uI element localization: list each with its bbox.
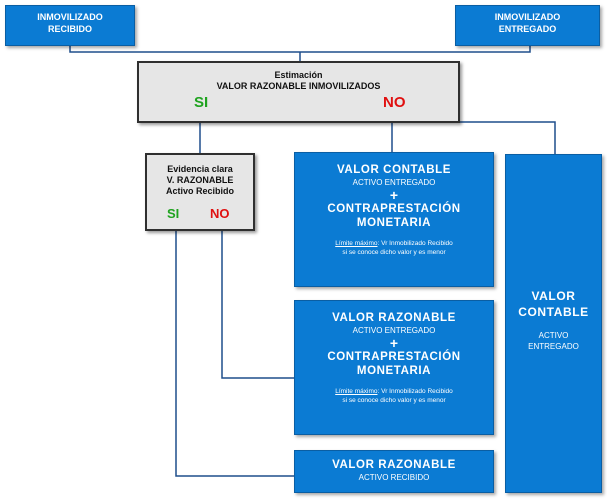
contable-line3: CONTRAPRESTACIÓN — [327, 203, 461, 215]
top-left-line1: INMOVILIZADO — [37, 12, 103, 22]
recibido-title: VALOR RAZONABLE — [332, 459, 456, 471]
evidence-line3: Activo Recibido — [165, 186, 234, 196]
tall-sub1: ACTIVO — [538, 331, 569, 340]
razonable-line3: CONTRAPRESTACIÓN — [327, 351, 461, 363]
connector-evidence-si — [175, 231, 295, 477]
inmovilizado-recibido-box: INMOVILIZADO RECIBIDO — [5, 5, 135, 46]
tall-title2: CONTABLE — [518, 305, 589, 319]
top-left-line2: RECIBIDO — [47, 24, 92, 34]
connector-evidence-no — [221, 231, 295, 379]
evidence-line1: Evidencia clara — [167, 164, 233, 174]
contable-title: VALOR CONTABLE — [336, 164, 452, 176]
valor-razonable-recibido-box: VALOR RAZONABLE ACTIVO RECIBIDO — [294, 450, 494, 493]
contable-note: Límite máximo: Vr Inmobilizado Recibido — [295, 239, 493, 248]
contable-note-line2: si se conoce dicho valor y es menor — [342, 249, 446, 256]
razonable-line4: MONETARIA — [356, 365, 432, 377]
evidence-no: NO — [210, 206, 230, 221]
recibido-subtitle: ACTIVO RECIBIDO — [358, 473, 430, 482]
evidence-si: SI — [167, 206, 180, 221]
razonable-subtitle: ACTIVO ENTREGADO — [352, 326, 436, 335]
estimation-box: Estimación VALOR RAZONABLE INMOVILIZADOS… — [137, 61, 460, 123]
razonable-title: VALOR RAZONABLE — [332, 312, 456, 324]
razonable-note-label: Límite máximo — [335, 388, 378, 395]
estimation-line1: Estimación — [274, 70, 323, 80]
estimation-no: NO — [383, 94, 406, 111]
contable-note-rest: : Vr Inmobilizado Recibido — [377, 240, 453, 247]
evidence-box: Evidencia clara V. RAZONABLE Activo Reci… — [145, 153, 255, 231]
connector-top-left — [69, 45, 531, 53]
valor-contable-box: VALOR CONTABLE ACTIVO ENTREGADO + CONTRA… — [294, 152, 494, 287]
valor-contable-tall-box: VALOR CONTABLE ACTIVO ENTREGADO — [505, 154, 602, 493]
valor-razonable-box: VALOR RAZONABLE ACTIVO ENTREGADO + CONTR… — [294, 300, 494, 435]
contable-subtitle: ACTIVO ENTREGADO — [352, 178, 436, 187]
evidence-line2: V. RAZONABLE — [166, 175, 234, 185]
contable-line4: MONETARIA — [356, 217, 432, 229]
estimation-line2: VALOR RAZONABLE INMOVILIZADOS — [216, 81, 381, 91]
razonable-plus: + — [389, 335, 399, 351]
tall-sub2: ENTREGADO — [528, 342, 579, 351]
connector-no-right — [440, 121, 556, 155]
top-right-line2: ENTREGADO — [498, 24, 557, 34]
contable-note-label: Límite máximo — [335, 240, 378, 247]
razonable-note-line2: si se conoce dicho valor y es menor — [342, 397, 446, 404]
estimation-si: SI — [194, 94, 209, 111]
contable-plus: + — [389, 187, 399, 203]
razonable-note-rest: : Vr Inmobilizado Recibido — [377, 388, 453, 395]
tall-title1: VALOR — [531, 289, 576, 303]
inmovilizado-entregado-box: INMOVILIZADO ENTREGADO — [455, 5, 600, 46]
top-right-line1: INMOVILIZADO — [494, 12, 561, 22]
razonable-note: Límite máximo: Vr Inmobilizado Recibido — [295, 387, 493, 396]
